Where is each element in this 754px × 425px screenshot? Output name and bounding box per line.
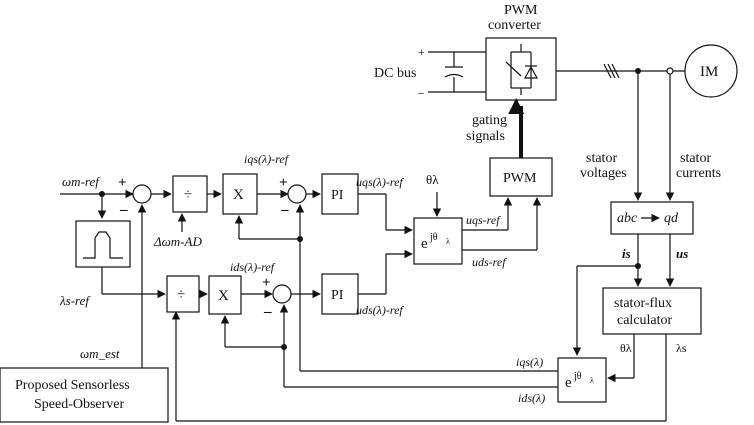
multiplier-d-label: X: [218, 288, 229, 304]
flux-calc-label-1: stator-flux: [614, 296, 672, 311]
igbt-switch-icon: [505, 44, 539, 95]
observer-label-1: Proposed Sensorless: [15, 378, 130, 393]
divider-block-top: ÷: [172, 175, 208, 213]
abc-qd-transform-block: abc qd: [610, 201, 694, 235]
dc-bus-label: DC bus: [374, 66, 416, 81]
sum1-plus: +: [118, 175, 127, 191]
multiplier-block-d: X: [208, 275, 242, 315]
rotation-block: e jθ λ: [413, 217, 463, 265]
iqs-ref-label: iqs(λ)-ref: [244, 152, 290, 166]
sum-d-minus: –: [263, 304, 272, 320]
uqs-lambda-ref-label: uqs(λ)-ref: [356, 175, 404, 189]
pi-controller-d: PI: [321, 273, 359, 315]
pi-d-label: PI: [331, 288, 344, 303]
qd-label: qd: [664, 211, 679, 226]
lambda-s-label: λs: [676, 341, 687, 355]
sensorless-speed-observer-block: Proposed Sensorless Speed-Observer: [0, 367, 169, 423]
stator-voltages-label-1: stator: [586, 151, 617, 166]
stator-flux-calculator-block: stator-flux calculator: [602, 287, 702, 335]
inverse-rotation-exp-sub: λ: [590, 376, 594, 385]
observer-label-2: Speed-Observer: [34, 397, 125, 412]
multiplier-q-label: X: [233, 187, 244, 203]
flux-weakening-block: [75, 220, 131, 268]
omega-m-est-label: ωm_est: [80, 346, 120, 361]
stator-voltages-label-2: voltages: [580, 166, 627, 181]
sum1-minus: –: [119, 202, 128, 218]
iqs-lambda-label: iqs(λ): [516, 355, 543, 369]
is-label: is: [622, 246, 631, 261]
uqs-ref-label: uqs-ref: [466, 213, 501, 227]
pi-controller-q: PI: [321, 173, 359, 215]
rotation-e: e: [421, 236, 428, 252]
pwm-block: PWM: [489, 157, 553, 197]
inverse-rotation-e: e: [565, 375, 572, 391]
lambda-s-ref-label: λs-ref: [59, 293, 91, 308]
sum-q-minus: –: [280, 202, 289, 218]
divider-block-bottom: ÷: [166, 275, 200, 313]
ids-ref-label: ids(λ)-ref: [230, 260, 276, 274]
sum-d-plus: +: [262, 275, 271, 291]
rotation-exp: jθ: [429, 232, 438, 243]
gating-label-2: signals: [466, 129, 505, 144]
stator-currents-label-2: currents: [676, 166, 721, 181]
omega-m-ref-label: ωm-ref: [62, 174, 101, 189]
delta-omega-label: Δωm-AD: [153, 234, 202, 249]
dc-bus: + – DC bus: [374, 45, 486, 99]
uds-ref-label: uds-ref: [472, 255, 507, 269]
multiplier-block-q: X: [222, 173, 258, 215]
divider-bottom-label: ÷: [177, 287, 185, 303]
pwm-label: PWM: [503, 171, 537, 186]
d-current-summing-junction: [272, 284, 292, 304]
ids-lambda-label: ids(λ): [518, 391, 545, 405]
q-current-summing-junction: [287, 184, 307, 204]
flux-calc-label-2: calculator: [617, 313, 673, 328]
us-label: us: [676, 246, 688, 261]
pi-q-label: PI: [331, 188, 344, 203]
inverse-rotation-block: e jθ λ: [557, 357, 607, 403]
abc-label: abc: [617, 211, 638, 226]
divider-top-label: ÷: [184, 187, 192, 203]
speed-summing-junction: [132, 184, 152, 204]
pwm-converter: PWM converter: [485, 3, 557, 101]
inverse-rotation-exp: jθ: [573, 371, 582, 382]
theta-lambda-top-label: θλ: [426, 172, 439, 187]
theta-lambda-calc-label: θλ: [620, 341, 632, 355]
pwm-converter-title: PWM: [504, 3, 538, 18]
rotation-exp-sub: λ: [446, 237, 450, 246]
motor-feed: IM: [556, 44, 738, 98]
stator-currents-label-1: stator: [680, 151, 711, 166]
gating-label-1: gating: [472, 113, 507, 128]
uds-lambda-ref-label: uds(λ)-ref: [356, 303, 404, 317]
dc-minus-sign: –: [417, 85, 425, 99]
dc-plus-sign: +: [418, 45, 425, 59]
pwm-converter-subtitle: converter: [488, 18, 541, 33]
motor-label: IM: [700, 64, 718, 80]
sum-q-plus: +: [279, 175, 288, 191]
